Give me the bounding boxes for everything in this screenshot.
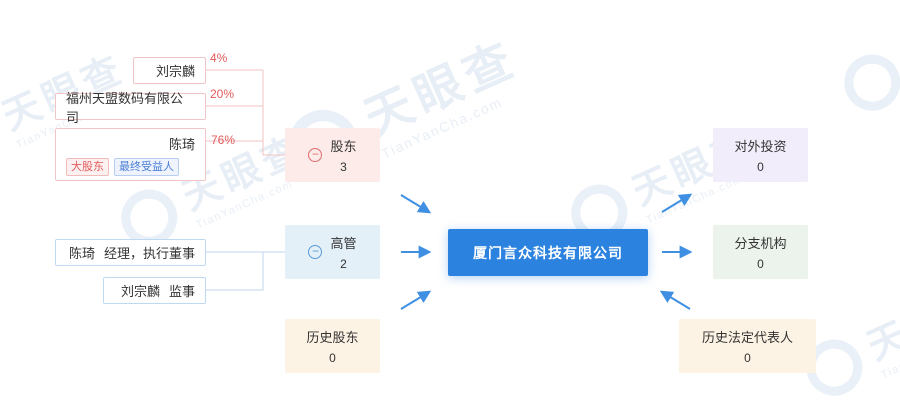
entity-roles: 监事 bbox=[168, 284, 195, 299]
watermark-url: TianYanCha.com bbox=[379, 95, 506, 163]
entity-name: 陈琦 bbox=[68, 246, 95, 261]
company-node[interactable]: 厦门言众科技有限公司 bbox=[448, 229, 648, 276]
node-label: 股东 bbox=[330, 139, 357, 154]
major-shareholder-tag[interactable]: 大股东 bbox=[66, 157, 109, 176]
company-name: 厦门言众科技有限公司 bbox=[473, 244, 623, 261]
share-percent-label: 76% bbox=[211, 133, 236, 147]
node-label: 历史股东 bbox=[306, 330, 359, 345]
entity-roles: 经理，执行董事 bbox=[103, 246, 195, 261]
shareholder-liu-zonglin[interactable]: 刘宗麟 bbox=[133, 57, 206, 84]
supervisor-liu-zonglin[interactable]: 刘宗麟 监事 bbox=[103, 277, 206, 304]
node-count: 0 bbox=[757, 160, 764, 174]
entity-name: 福州天盟数码有限公司 bbox=[66, 90, 184, 125]
watermark-text: 天眼查 bbox=[861, 277, 900, 369]
node-count: 0 bbox=[744, 351, 751, 365]
share-percent-label: 20% bbox=[210, 87, 235, 101]
node-outbound-investment[interactable]: 对外投资 0 bbox=[713, 128, 808, 182]
node-count: 0 bbox=[757, 257, 764, 271]
shareholder-chen-qi[interactable]: 陈琦 大股东 最终受益人 bbox=[55, 128, 206, 181]
tianyancha-logo-icon bbox=[0, 100, 7, 175]
node-branches[interactable]: 分支机构 0 bbox=[713, 225, 808, 279]
shareholder-fuzhou-tianmeng[interactable]: 福州天盟数码有限公司 bbox=[55, 91, 206, 125]
collapse-minus-icon[interactable]: − bbox=[308, 245, 323, 259]
executive-chen-qi[interactable]: 陈琦 经理，执行董事 bbox=[55, 239, 206, 266]
entity-name: 陈琦 bbox=[168, 136, 195, 152]
entity-name: 刘宗麟 bbox=[155, 64, 195, 79]
entity-name: 刘宗麟 bbox=[120, 284, 160, 299]
node-shareholders[interactable]: − 股东 3 bbox=[285, 128, 380, 182]
node-history-legal-rep[interactable]: 历史法定代表人 0 bbox=[679, 319, 816, 373]
collapse-minus-icon[interactable]: − bbox=[308, 148, 323, 162]
node-label: 历史法定代表人 bbox=[701, 330, 793, 345]
node-history-shareholders[interactable]: 历史股东 0 bbox=[285, 319, 380, 373]
tianyancha-watermark: 天眼查 TianYanCha.com bbox=[833, 0, 900, 124]
watermark-text: 天眼查 bbox=[895, 0, 900, 86]
node-count: 0 bbox=[329, 351, 336, 365]
node-label: 高管 bbox=[330, 236, 357, 251]
tianyancha-logo-icon bbox=[835, 45, 900, 120]
node-executives[interactable]: − 高管 2 bbox=[285, 225, 380, 279]
ultimate-beneficiary-tag[interactable]: 最终受益人 bbox=[114, 157, 179, 176]
share-percent-label: 4% bbox=[210, 51, 228, 65]
node-label: 分支机构 bbox=[734, 236, 787, 251]
node-count: 2 bbox=[340, 257, 347, 271]
node-label: 对外投资 bbox=[734, 139, 787, 154]
node-count: 3 bbox=[340, 160, 347, 174]
watermark-url: TianYanCha.com bbox=[879, 327, 900, 382]
